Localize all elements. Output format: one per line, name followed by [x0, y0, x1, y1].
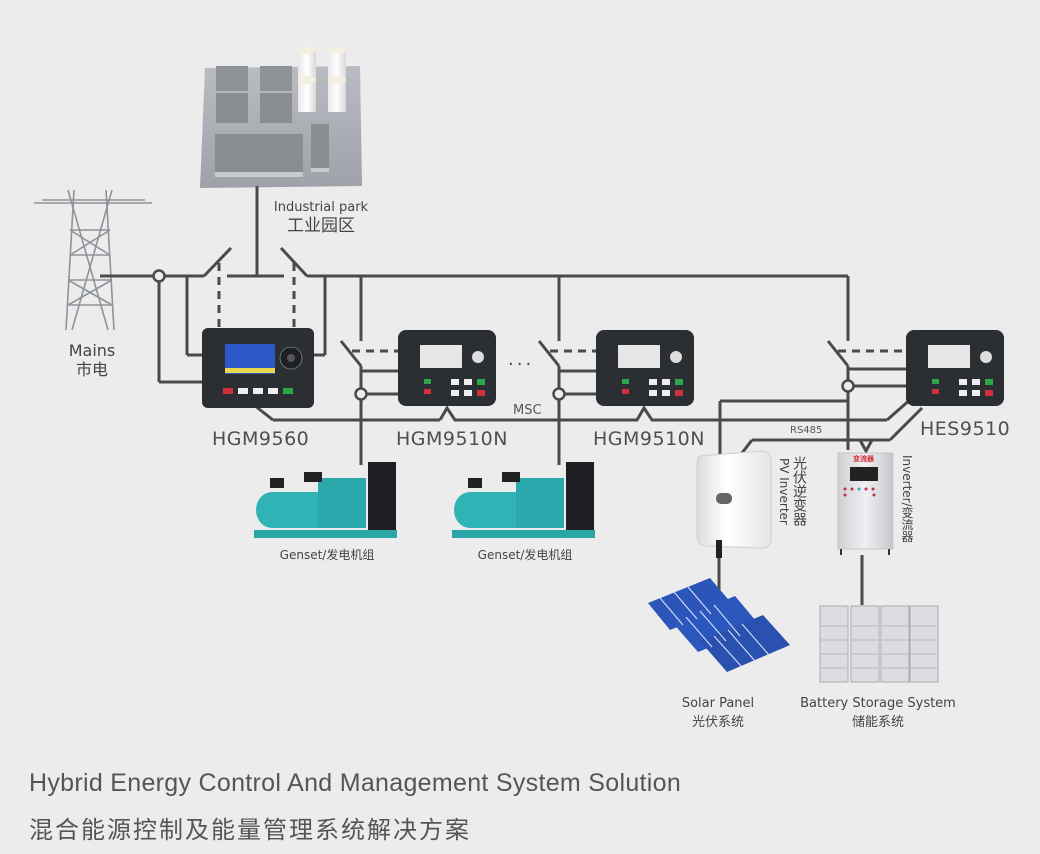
- controller-ellipsis: ...: [508, 349, 535, 370]
- controller-model-hes9510: HES9510: [920, 418, 1011, 440]
- solar-panel-label: Solar Panel 光伏系统: [668, 694, 768, 732]
- transmission-tower-icon: [34, 189, 152, 331]
- hgm9510n-controller-2: [596, 330, 694, 406]
- battery-storage-icon: [819, 605, 939, 683]
- hgm9510n-controller-1: [398, 330, 496, 406]
- pv-inverter-icon: [696, 450, 772, 558]
- mains-label-en: Mains: [68, 341, 116, 360]
- mains-label: Mains 市电: [52, 341, 132, 379]
- hes9510-controller: [906, 330, 1004, 406]
- pv-inverter-label-cn: 光伏逆变器: [791, 456, 807, 526]
- inverter-cabinet-icon: [837, 452, 894, 555]
- inverter-label: Inverter/变流器: [900, 455, 914, 543]
- solar-panel-label-cn: 光伏系统: [691, 715, 744, 730]
- battery-storage-label: Battery Storage System 储能系统: [798, 694, 958, 732]
- controller-model-hgm9510n-1: HGM9510N: [396, 428, 508, 450]
- pv-inverter-label-en: PV Inverter: [777, 458, 791, 525]
- storage-tank: [298, 46, 346, 112]
- control-lines: [217, 263, 906, 353]
- msc-link-label: MSC: [513, 403, 542, 418]
- genset-icon-2: [452, 462, 595, 538]
- wiring: [100, 186, 924, 605]
- solar-panel-label-en: Solar Panel: [681, 696, 755, 711]
- controller-model-hgm9560: HGM9560: [212, 428, 310, 450]
- controller-model-hgm9510n-2: HGM9510N: [593, 428, 705, 450]
- mains-label-cn: 市电: [75, 360, 108, 379]
- rs485-link-label: RS485: [790, 425, 823, 436]
- bus-junctions: [152, 269, 855, 401]
- genset-icon-1: [254, 462, 397, 538]
- genset-label-1: Genset/发电机组: [279, 548, 375, 562]
- industrial-park-icon: [200, 46, 362, 188]
- battery-storage-label-cn: 储能系统: [851, 715, 904, 730]
- solar-panel-icon: [648, 578, 790, 672]
- hgm9560-controller: [202, 328, 314, 408]
- footer-title-cn: 混合能源控制及能量管理系统解决方案: [29, 816, 471, 844]
- battery-storage-label-en: Battery Storage System: [800, 696, 956, 711]
- footer-title-en: Hybrid Energy Control And Management Sys…: [29, 769, 682, 797]
- industrial-park-label-cn: 工业园区: [287, 216, 355, 236]
- industrial-park-label-en: Industrial park: [273, 200, 369, 215]
- industrial-park-label: Industrial park 工业园区: [265, 198, 377, 236]
- genset-label-2: Genset/发电机组: [477, 548, 573, 562]
- inverter-panel-tag: 变流器: [853, 455, 874, 463]
